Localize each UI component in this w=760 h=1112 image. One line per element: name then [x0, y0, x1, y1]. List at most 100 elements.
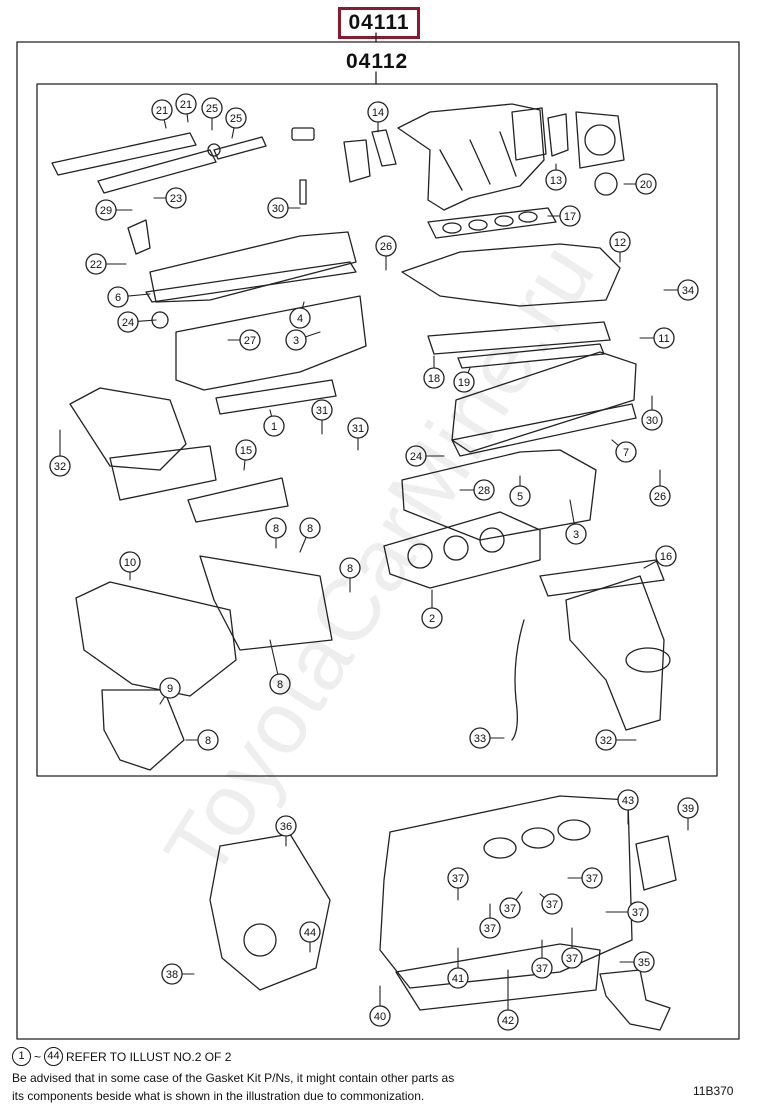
callout-circle[interactable] — [263, 415, 285, 437]
callout-c25b[interactable]: 25 — [225, 107, 247, 139]
callout-c11[interactable]: 11 — [639, 327, 675, 349]
callout-c39[interactable]: 39 — [677, 797, 699, 831]
callout-circle[interactable] — [201, 97, 223, 119]
callout-circle[interactable] — [655, 545, 677, 567]
callout-circle[interactable] — [95, 199, 117, 221]
callout-circle[interactable] — [559, 205, 581, 227]
callout-c7[interactable]: 7 — [611, 439, 637, 463]
callout-c12[interactable]: 12 — [609, 231, 631, 263]
callout-circle[interactable] — [633, 951, 655, 973]
callout-circle[interactable] — [565, 523, 587, 545]
callout-circle[interactable] — [367, 101, 389, 123]
callout-c37d[interactable]: 37 — [539, 893, 563, 915]
callout-c22[interactable]: 22 — [85, 253, 127, 275]
callout-c24a[interactable]: 24 — [117, 311, 157, 333]
callout-c29[interactable]: 29 — [95, 199, 133, 221]
callout-circle[interactable] — [447, 867, 469, 889]
callout-c28[interactable]: 28 — [459, 479, 495, 501]
callout-c18[interactable]: 18 — [423, 355, 445, 389]
callout-c16[interactable]: 16 — [643, 545, 677, 569]
callout-circle[interactable] — [119, 551, 141, 573]
callout-c40[interactable]: 40 — [369, 985, 391, 1027]
callout-c37c[interactable]: 37 — [499, 891, 523, 919]
callout-circle[interactable] — [595, 729, 617, 751]
callout-circle[interactable] — [369, 1005, 391, 1027]
callout-c32a[interactable]: 32 — [49, 429, 71, 477]
callout-circle[interactable] — [479, 917, 501, 939]
callout-circle[interactable] — [269, 673, 291, 695]
callout-c8c[interactable]: 8 — [339, 557, 361, 593]
callout-circle[interactable] — [469, 727, 491, 749]
callout-circle[interactable] — [165, 187, 187, 209]
callout-c15[interactable]: 15 — [235, 439, 257, 471]
inner-kit-code[interactable]: 04112 — [346, 50, 409, 73]
callout-circle[interactable] — [175, 93, 197, 115]
callout-c36[interactable]: 36 — [275, 815, 297, 847]
callout-circle[interactable] — [421, 607, 443, 629]
callout-c31b[interactable]: 31 — [347, 417, 369, 451]
callout-c38[interactable]: 38 — [161, 963, 195, 985]
callout-c21a[interactable]: 21 — [151, 99, 173, 129]
callout-circle[interactable] — [339, 557, 361, 579]
callout-c8e[interactable]: 8 — [185, 729, 219, 751]
callout-circle[interactable] — [545, 169, 567, 191]
callout-circle[interactable] — [641, 409, 663, 431]
callout-circle[interactable] — [311, 399, 333, 421]
callout-c33[interactable]: 33 — [469, 727, 505, 749]
callout-c31a[interactable]: 31 — [311, 399, 333, 435]
callout-circle[interactable] — [265, 517, 287, 539]
callout-circle[interactable] — [499, 897, 521, 919]
callout-circle[interactable] — [235, 439, 257, 461]
callout-circle[interactable] — [615, 441, 637, 463]
callout-circle[interactable] — [447, 967, 469, 989]
callout-c42[interactable]: 42 — [497, 969, 519, 1031]
callout-circle[interactable] — [275, 815, 297, 837]
callout-c9[interactable]: 9 — [159, 677, 181, 705]
callout-c26b[interactable]: 26 — [649, 469, 671, 507]
callout-circle[interactable] — [347, 417, 369, 439]
callout-c23[interactable]: 23 — [153, 187, 187, 209]
callout-circle[interactable] — [197, 729, 219, 751]
callout-circle[interactable] — [561, 947, 583, 969]
callout-circle[interactable] — [581, 867, 603, 889]
callout-c37f[interactable]: 37 — [605, 901, 649, 923]
callout-c8d[interactable]: 8 — [269, 639, 291, 695]
callout-c6[interactable]: 6 — [107, 286, 151, 308]
callout-circle[interactable] — [299, 921, 321, 943]
callout-circle[interactable] — [375, 235, 397, 257]
callout-circle[interactable] — [117, 311, 139, 333]
callout-c37e[interactable]: 37 — [567, 867, 603, 889]
callout-c24b[interactable]: 24 — [405, 445, 445, 467]
callout-c8b[interactable]: 8 — [299, 517, 321, 553]
outer-kit-code-box[interactable]: 04111 — [338, 7, 420, 39]
callout-circle[interactable] — [151, 99, 173, 121]
callout-c43[interactable]: 43 — [617, 789, 639, 825]
callout-c37b[interactable]: 37 — [479, 903, 501, 939]
callout-c44[interactable]: 44 — [299, 921, 321, 953]
callout-c41[interactable]: 41 — [447, 947, 469, 989]
callout-circle[interactable] — [107, 286, 129, 308]
callout-c4[interactable]: 4 — [289, 301, 311, 329]
callout-c37a[interactable]: 37 — [447, 867, 469, 901]
callout-circle[interactable] — [609, 231, 631, 253]
callout-circle[interactable] — [497, 1009, 519, 1031]
callout-circle[interactable] — [239, 329, 261, 351]
callout-circle[interactable] — [289, 307, 311, 329]
callout-c5[interactable]: 5 — [509, 475, 531, 507]
callout-circle[interactable] — [267, 197, 289, 219]
callout-circle[interactable] — [423, 367, 445, 389]
callout-circle[interactable] — [161, 963, 183, 985]
callout-circle[interactable] — [299, 517, 321, 539]
callout-circle[interactable] — [509, 485, 531, 507]
callout-c19[interactable]: 19 — [453, 367, 475, 393]
callout-circle[interactable] — [649, 485, 671, 507]
callout-circle[interactable] — [49, 455, 71, 477]
callout-c14[interactable]: 14 — [367, 101, 389, 133]
callout-c34[interactable]: 34 — [663, 279, 699, 301]
callout-c32b[interactable]: 32 — [595, 729, 637, 751]
callout-circle[interactable] — [405, 445, 427, 467]
callout-circle[interactable] — [159, 677, 181, 699]
callout-c37h[interactable]: 37 — [561, 927, 583, 969]
callout-c20[interactable]: 20 — [623, 173, 657, 195]
callout-circle[interactable] — [225, 107, 247, 129]
